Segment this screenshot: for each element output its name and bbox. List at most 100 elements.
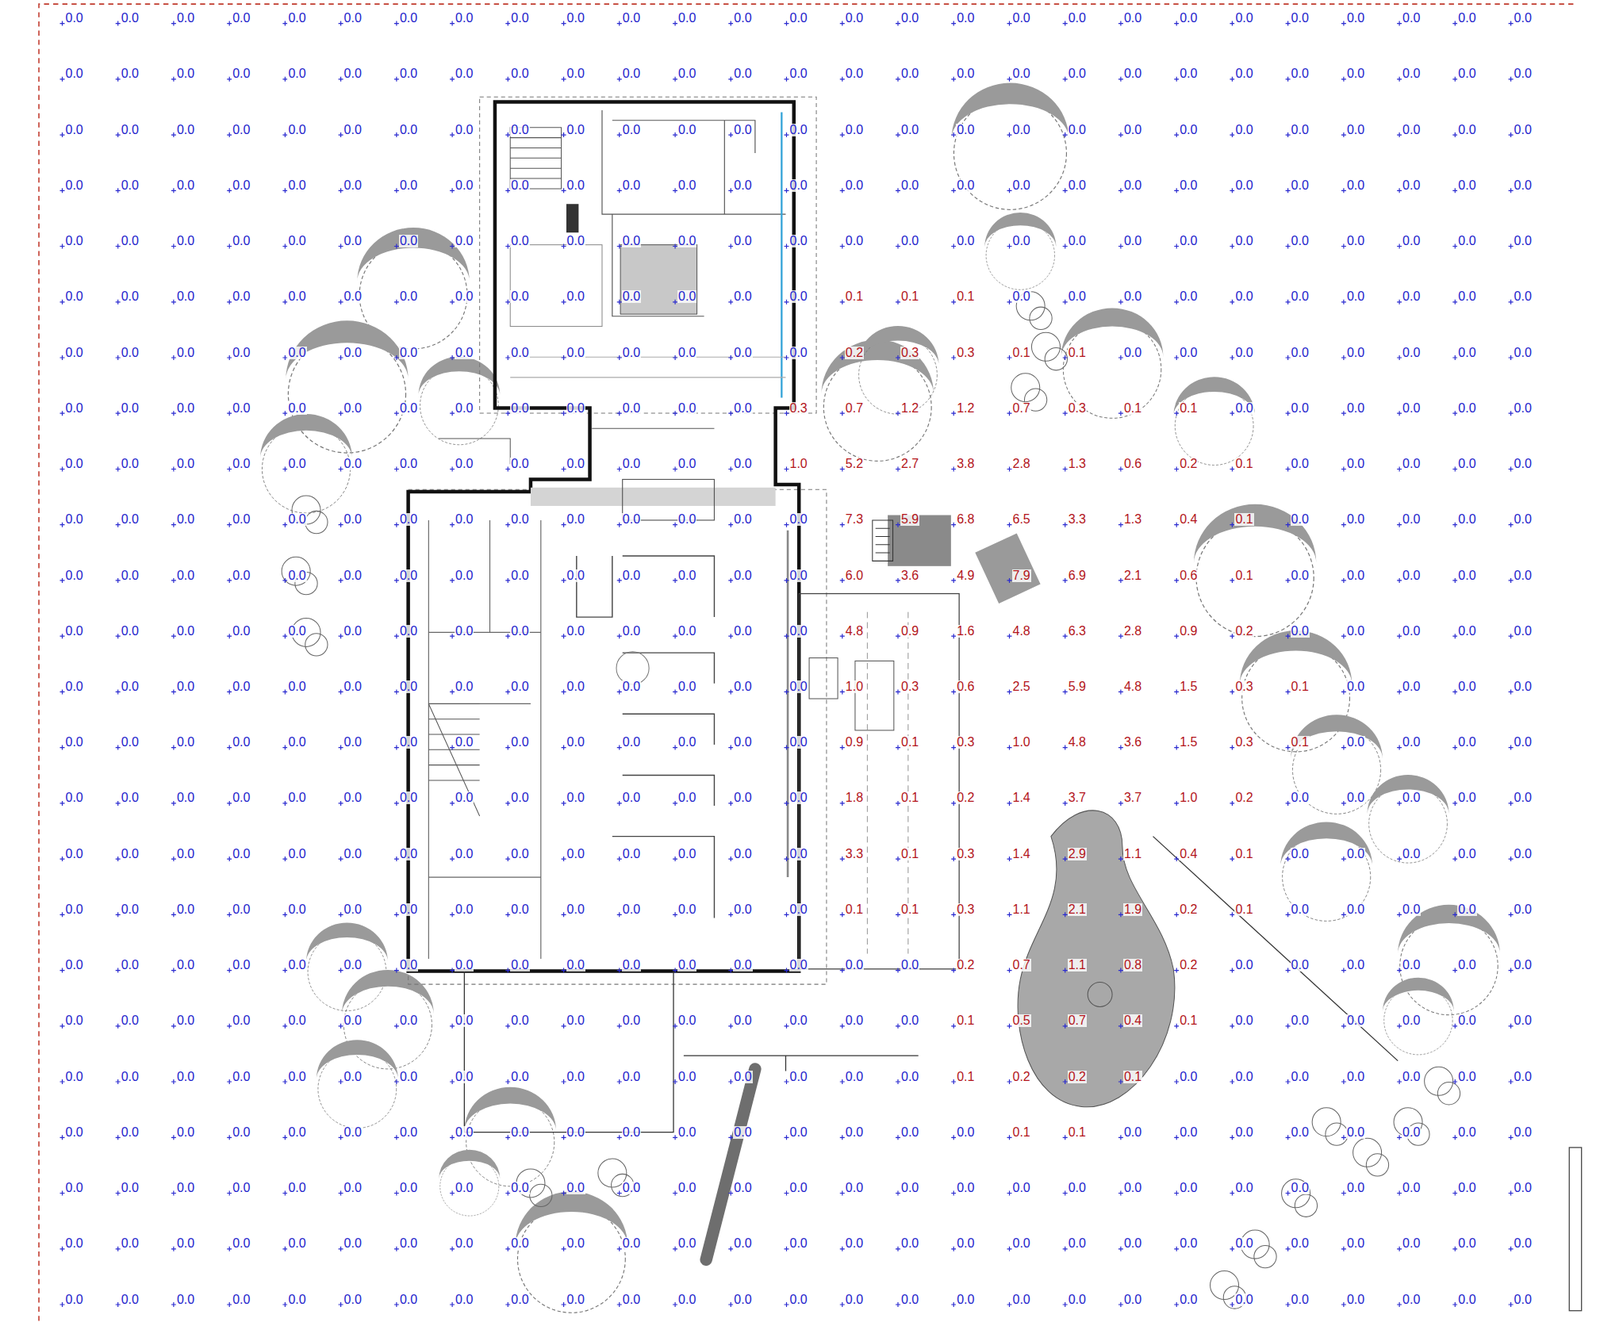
illuminance-value: 0.0 [1513, 1293, 1533, 1307]
illuminance-value: 3.8 [955, 457, 975, 471]
illuminance-value: 0.0 [732, 123, 753, 137]
illuminance-value: 0.0 [231, 67, 251, 81]
illuminance-value: 0.0 [176, 1070, 196, 1084]
illuminance-value: 0.0 [1178, 1237, 1198, 1251]
illuminance-value: 0.0 [566, 402, 586, 415]
illuminance-value: 6.9 [1067, 569, 1087, 583]
illuminance-value: 0.1 [1234, 847, 1254, 861]
illuminance-value: 0.1 [1234, 457, 1254, 471]
illuminance-value: 0.0 [399, 179, 419, 192]
illuminance-value: 0.0 [789, 736, 809, 749]
illuminance-value: 0.3 [789, 402, 809, 415]
illuminance-value: 0.0 [231, 959, 251, 972]
illuminance-value: 0.0 [789, 1181, 809, 1195]
illuminance-value: 0.0 [510, 513, 530, 526]
illuminance-value: 0.0 [1401, 1237, 1421, 1251]
illuminance-value: 0.3 [955, 736, 975, 749]
illuminance-value: 0.0 [120, 346, 140, 360]
illuminance-value: 0.0 [510, 457, 530, 471]
illuminance-value: 0.0 [1067, 179, 1087, 192]
illuminance-value: 0.4 [1123, 1014, 1143, 1028]
illuminance-value: 0.0 [1346, 1126, 1366, 1140]
illuminance-value: 0.0 [120, 457, 140, 471]
illuminance-value: 0.3 [1234, 680, 1254, 694]
illuminance-value: 0.1 [955, 1070, 975, 1084]
illuminance-value: 0.0 [844, 1293, 864, 1307]
illuminance-value: 0.0 [732, 457, 753, 471]
illuminance-value: 0.7 [1067, 1014, 1087, 1028]
illuminance-value: 0.0 [789, 625, 809, 638]
illuminance-value: 0.0 [510, 736, 530, 749]
illuminance-value: 0.0 [1123, 234, 1143, 248]
illuminance-value: 0.0 [677, 625, 697, 638]
illuminance-value: 0.9 [1178, 625, 1198, 638]
illuminance-value: 0.0 [176, 1237, 196, 1251]
illuminance-value: 0.0 [1234, 179, 1254, 192]
illuminance-value: 0.0 [287, 1014, 307, 1028]
illuminance-value: 0.0 [231, 402, 251, 415]
illuminance-value: 0.0 [621, 1126, 641, 1140]
illuminance-value: 0.0 [510, 1181, 530, 1195]
illuminance-value: 0.0 [789, 11, 809, 25]
illuminance-value: 0.0 [343, 11, 363, 25]
illuminance-value: 0.0 [343, 1237, 363, 1251]
illuminance-value: 0.0 [844, 1070, 864, 1084]
illuminance-value: 0.0 [789, 290, 809, 304]
illuminance-value: 0.0 [900, 11, 920, 25]
illuminance-value: 0.0 [120, 11, 140, 25]
illuminance-value: 1.0 [789, 457, 809, 471]
illuminance-value: 0.0 [1401, 11, 1421, 25]
illuminance-value: 0.0 [900, 67, 920, 81]
illuminance-value: 0.0 [287, 179, 307, 192]
illuminance-value: 0.0 [1290, 1014, 1310, 1028]
illuminance-value: 1.0 [1012, 736, 1032, 749]
illuminance-value: 0.0 [1346, 290, 1366, 304]
illuminance-value: 0.0 [454, 179, 474, 192]
illuminance-value: 0.0 [677, 1237, 697, 1251]
illuminance-value: 0.0 [1290, 1070, 1310, 1084]
illuminance-value: 0.0 [1346, 791, 1366, 805]
illuminance-value: 0.0 [65, 402, 85, 415]
illuminance-value: 0.0 [1123, 1237, 1143, 1251]
illuminance-value: 0.0 [510, 290, 530, 304]
illuminance-value: 0.0 [1346, 234, 1366, 248]
illuminance-value: 0.1 [955, 1014, 975, 1028]
illuminance-value: 0.0 [566, 513, 586, 526]
illuminance-value: 0.0 [1401, 67, 1421, 81]
illuminance-value: 0.0 [454, 67, 474, 81]
illuminance-value: 0.0 [176, 1126, 196, 1140]
illuminance-value: 0.0 [789, 680, 809, 694]
illuminance-value: 0.0 [677, 457, 697, 471]
illuminance-value: 0.0 [120, 1126, 140, 1140]
illuminance-value: 0.0 [1234, 1014, 1254, 1028]
illuminance-value: 0.0 [677, 791, 697, 805]
illuminance-value: 0.0 [176, 959, 196, 972]
illuminance-value: 6.0 [844, 569, 864, 583]
illuminance-value: 0.0 [399, 457, 419, 471]
illuminance-value: 2.7 [900, 457, 920, 471]
illuminance-value: 0.0 [1067, 123, 1087, 137]
illuminance-value: 0.0 [510, 680, 530, 694]
illuminance-value: 0.0 [176, 11, 196, 25]
illuminance-value: 0.0 [1457, 457, 1477, 471]
illuminance-value: 0.0 [231, 346, 251, 360]
illuminance-value: 0.0 [120, 1181, 140, 1195]
wall-segment [705, 1069, 756, 1261]
illuminance-value: 0.0 [399, 234, 419, 248]
illuminance-value: 4.8 [1123, 680, 1143, 694]
illuminance-value: 0.0 [1346, 1237, 1366, 1251]
illuminance-value: 0.0 [120, 847, 140, 861]
illuminance-value: 0.0 [1290, 569, 1310, 583]
illuminance-value: 0.0 [1346, 903, 1366, 917]
illuminance-value: 0.0 [65, 625, 85, 638]
illuminance-value: 0.3 [900, 346, 920, 360]
illuminance-value: 0.0 [65, 847, 85, 861]
illuminance-value: 0.0 [176, 847, 196, 861]
illuminance-value: 0.0 [1290, 903, 1310, 917]
illuminance-value: 0.0 [566, 791, 586, 805]
illuminance-value: 0.0 [1234, 123, 1254, 137]
illuminance-value: 0.0 [287, 290, 307, 304]
illuminance-value: 0.0 [955, 1126, 975, 1140]
illuminance-value: 0.1 [1178, 402, 1198, 415]
illuminance-value: 0.0 [454, 736, 474, 749]
